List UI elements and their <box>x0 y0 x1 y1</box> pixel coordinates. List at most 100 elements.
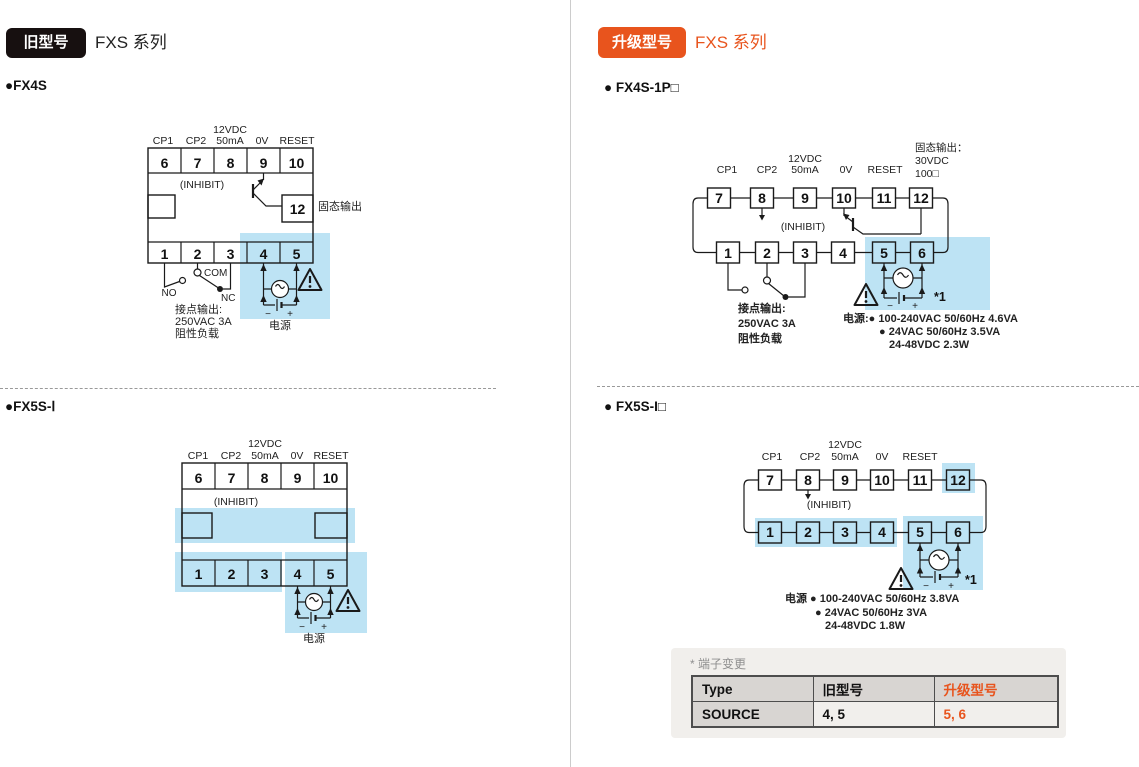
old-series-title: FXS 系列 <box>95 33 167 52</box>
terminal-2: 2 <box>194 246 202 262</box>
terminal-6: 6 <box>954 524 962 540</box>
contact-output-line3: 阻性负载 <box>738 331 782 345</box>
terminal-10: 10 <box>289 155 305 171</box>
terminal-3: 3 <box>841 524 849 540</box>
terminal-3: 3 <box>261 566 269 582</box>
power-spec-line1: 电源 ● 100-240VAC 50/60Hz 3.8VA <box>785 591 959 605</box>
terminal-1: 1 <box>161 246 169 262</box>
header-old-model: 旧型号 <box>812 675 935 702</box>
label-reset: RESET <box>867 164 903 176</box>
terminal-change-table: Type 旧型号 升级型号 SOURCE 4, 5 5, 6 <box>691 675 1059 728</box>
terminal-4: 4 <box>260 246 268 262</box>
terminal-8: 8 <box>804 472 812 488</box>
terminal-1: 1 <box>724 245 732 261</box>
relay-contact-icon <box>727 263 806 300</box>
new-model-badge: 升级型号 <box>598 27 686 58</box>
terminal-2: 2 <box>228 566 236 582</box>
terminal-5: 5 <box>327 566 335 582</box>
label-cp2: CP2 <box>800 451 821 463</box>
label-com: COM <box>204 268 227 279</box>
table-caption: * 端子变更 <box>690 657 747 671</box>
contact-output-line1: 接点输出: <box>738 301 786 315</box>
contact-output-line2: 250VAC 3A <box>175 316 232 328</box>
terminal-5: 5 <box>293 246 301 262</box>
terminal-10: 10 <box>874 472 890 488</box>
label-cp1: CP1 <box>717 164 738 176</box>
spare-terminal-box-left <box>181 512 213 539</box>
table-header-row: Type 旧型号 升级型号 <box>691 675 1059 702</box>
terminal-9: 9 <box>260 155 268 171</box>
left-bracket-wire <box>692 197 717 254</box>
top-terminal-row <box>148 148 313 174</box>
ssr-output-line2: 30VDC <box>915 155 949 167</box>
label-no: NO <box>162 288 177 299</box>
power-label: 电源 <box>303 631 325 645</box>
label-inhibit: (INHIBIT) <box>214 496 258 508</box>
label-reset: RESET <box>313 450 349 462</box>
terminal-4: 4 <box>839 245 847 261</box>
spare-terminal-box-right <box>314 512 348 539</box>
label-cp1: CP1 <box>188 450 209 462</box>
new-series-title: FXS 系列 <box>695 33 767 52</box>
terminal-11: 11 <box>877 190 892 206</box>
fx4s1p-wiring-diagram: 12VDC CP1 CP2 50mA 0V RESET 固态输出： 30VDC … <box>692 141 1018 351</box>
label-0v: 0V <box>840 164 853 176</box>
minus-label: − <box>887 301 893 312</box>
terminal-2: 2 <box>804 524 812 540</box>
terminal-change-panel: * 端子变更 Type 旧型号 升级型号 SOURCE 4, 5 5, 6 <box>671 648 1066 738</box>
contact-output-line2: 250VAC 3A <box>738 318 796 330</box>
label-cp1: CP1 <box>153 135 174 147</box>
contact-output-line1: 接点输出: <box>175 302 222 316</box>
left-bracket-wire <box>743 479 759 534</box>
header-new-model: 升级型号 <box>933 675 1059 702</box>
fx4s-wiring-diagram: 12VDC CP1 CP2 50mA 0V RESET 6 7 8 9 10 (… <box>147 124 362 340</box>
bottom-terminal-row <box>148 241 313 263</box>
terminal-2: 2 <box>763 245 771 261</box>
terminal-3: 3 <box>801 245 809 261</box>
ssr-output-line3: 100□ <box>915 168 940 180</box>
minus-label: − <box>299 622 305 633</box>
terminal-1: 1 <box>766 524 774 540</box>
right-bracket-wire <box>932 197 949 254</box>
terminal-12: 12 <box>950 472 966 488</box>
left-section-divider <box>0 388 496 389</box>
terminal-8: 8 <box>758 190 766 206</box>
terminal-1: 1 <box>195 566 203 582</box>
output-terminal-box <box>281 194 314 223</box>
fx5s-title: ●FX5S-Ⅰ <box>5 399 56 414</box>
bottom-terminal-row <box>757 521 971 544</box>
terminal-9: 9 <box>294 470 302 486</box>
spare-terminal-box <box>147 194 176 219</box>
label-50ma: 50mA <box>251 450 278 462</box>
power-spec-line3: 24-48VDC 2.3W <box>889 339 970 351</box>
label-inhibit: (INHIBIT) <box>180 179 224 191</box>
fx4s1p-title: ● FX4S-1P□ <box>604 80 679 95</box>
contact-output-line3: 阻性负载 <box>175 326 219 340</box>
top-terminal-row <box>182 463 347 490</box>
plus-label: + <box>321 622 327 633</box>
label-0v: 0V <box>291 450 304 462</box>
label-cp2: CP2 <box>757 164 778 176</box>
power-source-icon <box>294 586 334 624</box>
column-divider <box>570 0 571 767</box>
label-cp2: CP2 <box>186 135 207 147</box>
fx5si-title: ● FX5S-I□ <box>604 399 667 414</box>
terminal-7: 7 <box>766 472 774 488</box>
plus-label: + <box>948 581 954 592</box>
terminal-12: 12 <box>913 190 929 206</box>
terminal-9: 9 <box>801 190 809 206</box>
label-12vdc: 12VDC <box>828 439 862 451</box>
inhibit-arrow-icon <box>805 490 811 500</box>
label-cp1: CP1 <box>762 451 783 463</box>
fx5s-wiring-diagram: 12VDC CP1 CP2 50mA 0V RESET 6 7 8 9 10 (… <box>175 438 367 645</box>
ssr-output-line1: 固态输出： <box>915 141 968 154</box>
label-12vdc: 12VDC <box>248 438 282 450</box>
header-type: Type <box>691 675 814 702</box>
cell-old-terminals: 4, 5 <box>812 701 935 728</box>
power-spec-line1: 电源:● 100-240VAC 50/60Hz 4.6VA <box>843 311 1018 325</box>
terminal-11: 11 <box>913 472 928 488</box>
power-source-icon <box>880 263 926 304</box>
label-50ma: 50mA <box>791 164 818 176</box>
terminal-3: 3 <box>227 246 235 262</box>
